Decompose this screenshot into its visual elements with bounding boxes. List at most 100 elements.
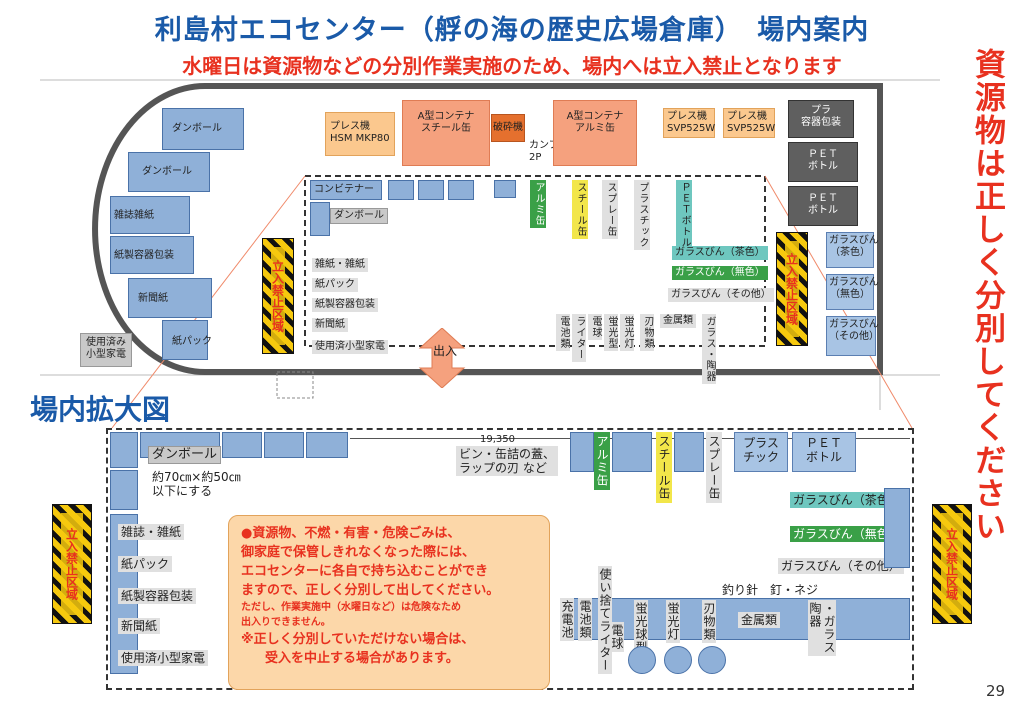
paper-pkg-bin — [110, 236, 194, 274]
press-machine-3: プレス機 SVP525W — [723, 108, 775, 138]
magazine-label: 雑誌雑紙 — [114, 210, 154, 221]
page-number: 29 — [986, 682, 1006, 700]
inner-ceramic: ガラス・陶器 — [702, 314, 716, 384]
inner-newspaper: 新聞紙 — [312, 318, 348, 332]
big-fluor-ball: 蛍光球型 — [634, 600, 648, 656]
drum-3 — [698, 646, 726, 674]
used-appliance-area: 使用済み 小型家電 — [80, 333, 132, 367]
container-steel: A型コンテナ スチール缶 — [402, 100, 490, 166]
big-cardboard-label: ダンボール — [148, 446, 222, 464]
big-glass-other: ガラスびん（その他） — [778, 558, 904, 574]
dimension-value: 19,350 — [480, 434, 515, 445]
cardboard-bin-1 — [162, 108, 244, 150]
cardboard-label-2: ダンボール — [142, 166, 192, 177]
big-caps-label: ビン・缶詰の蓋、 ラップの刃 など — [456, 446, 559, 476]
inner-glass-brown: ガラスびん（茶色） — [672, 246, 768, 260]
big-lighter: 使い捨てライター — [598, 566, 612, 674]
crusher: 破砕機 — [491, 114, 525, 142]
notice-line-6: 受入を中止する場合があります。 — [265, 651, 459, 666]
big-glass-brown: ガラスびん（茶色） — [790, 492, 904, 508]
inner-bin-a — [388, 180, 414, 200]
inner-container: コンビテナー — [310, 180, 382, 200]
big-knife: 刃物類 — [702, 600, 716, 643]
big-fluor: 蛍光灯 — [666, 600, 680, 643]
big-glass-clear: ガラスびん（無色） — [790, 526, 904, 542]
no-entry-zone-right: 立入禁止区域 — [776, 232, 808, 346]
big-alu: アルミ缶 — [594, 432, 610, 490]
big-nails-label: 釘・ネジ — [770, 583, 819, 597]
inner-bin-b — [418, 180, 444, 200]
no-entry-zone-enlarged-right: 立入禁止区域 — [932, 504, 972, 624]
inner-fluor: 蛍光灯 — [620, 314, 634, 351]
drum-2 — [664, 646, 692, 674]
enlarged-map-heading: 場内拡大図 — [30, 393, 171, 426]
inner-cardboard-bin — [310, 202, 330, 236]
milk-pack-label: 紙パック — [172, 336, 212, 347]
big-bulb: 電球 — [610, 622, 624, 652]
inner-small-bin — [494, 180, 516, 198]
side-warning-text: 資源物は正しく分別してください — [969, 48, 1005, 543]
big-cardboard-bin-3 — [222, 432, 262, 458]
big-glass-bins — [884, 488, 910, 568]
big-cardboard-bin-5 — [306, 432, 348, 458]
notice-line-4: ますので、正しく分別して出してください。 — [241, 583, 500, 598]
big-magazine: 雑誌・雑紙 — [118, 524, 185, 540]
glass-clear-bin: ガラスびん （無色） — [826, 274, 879, 310]
notice-small-2: 出入りできません。 — [241, 617, 331, 628]
inner-glass-clear: ガラスびん（無色） — [672, 266, 768, 280]
big-bin-b — [612, 432, 652, 472]
warning-subtitle: 水曜日は資源物などの分別作業実施のため、場内へは立入禁止となります — [182, 54, 842, 78]
big-battery: 電池類 — [578, 598, 592, 641]
cardboard-label-1: ダンボール — [172, 123, 222, 134]
notice-small-1: ただし、作業実施中（水曜日など）は危険なため — [241, 602, 461, 613]
plastic-packaging-bin: プラ 容器包装 — [788, 100, 854, 138]
big-steel: スチール缶 — [656, 432, 672, 503]
notice-line-2: 御家庭で保管しきれなくなった際には、 — [241, 545, 476, 560]
inner-plastic: プラスチック — [634, 180, 650, 250]
container-aluminum: A型コンテナ アルミ缶 — [553, 100, 637, 166]
inner-knife: 刃物類 — [640, 314, 654, 351]
entrance-arrow-icon — [418, 328, 466, 388]
milk-pack-bin — [162, 320, 208, 360]
pet-bottle-bin-1: ＰＥＴ ボトル — [788, 142, 858, 182]
inner-magazine: 雑紙・雑紙 — [312, 258, 368, 272]
inner-milk-pack: 紙パック — [312, 278, 358, 292]
press-machine-1: プレス機 HSM MKP80 — [325, 112, 395, 156]
magazine-bin — [110, 196, 190, 234]
big-hooks-label: 釣り針 — [722, 583, 759, 597]
inner-pet: ＰＥＴボトル — [676, 180, 692, 250]
cardboard-size-note: 約70㎝×約50㎝ 以下にする — [152, 470, 241, 498]
inner-bin-c — [448, 180, 474, 200]
big-milk-pack: 紙パック — [118, 556, 173, 572]
inner-steel: スチール缶 — [572, 180, 588, 239]
inner-alu: アルミ缶 — [530, 180, 546, 228]
big-newspaper: 新聞紙 — [118, 618, 161, 634]
notice-box: ●資源物、不燃・有害・危険ごみは、 御家庭で保管しきれなくなった際には、 エコセ… — [228, 515, 550, 690]
inner-battery: 電池類 — [556, 314, 570, 351]
big-battery-charge: 充電池 — [560, 598, 574, 641]
notice-line-5: ※正しく分別していただけない場合は、 — [241, 632, 475, 647]
big-bin-c — [674, 432, 704, 472]
inner-paper-pkg: 紙製容器包装 — [312, 298, 378, 312]
inner-appliance: 使用済小型家電 — [312, 340, 388, 354]
big-appliance: 使用済小型家電 — [118, 650, 209, 666]
glass-brown-bin: ガラスびん （茶色） — [826, 232, 879, 268]
glass-other-bin: ガラスびん （その他） — [826, 316, 879, 356]
entrance-label: 出入 — [433, 344, 458, 358]
big-cardboard-bin-6 — [110, 470, 138, 510]
page-title: 利島村エコセンター（艀の海の歴史広場倉庫） 場内案内 — [154, 15, 870, 46]
inner-glass-other: ガラスびん（その他） — [668, 288, 774, 302]
newspaper-label: 新聞紙 — [138, 293, 168, 304]
inner-spray: スプレー缶 — [602, 180, 618, 239]
big-metal: 金属類 — [738, 612, 781, 628]
cardboard-bin-2 — [128, 152, 210, 192]
paper-pkg-label: 紙製容器包装 — [114, 250, 174, 261]
big-cardboard-bin-4 — [264, 432, 304, 458]
big-plastic: プラス チック — [734, 432, 788, 472]
big-pet: ＰＥＴ ボトル — [792, 432, 856, 472]
inner-bulb: 電球 — [588, 314, 602, 340]
big-ceramic: ・ガラス 陶器 — [808, 600, 836, 656]
big-spray: スプレー缶 — [706, 432, 722, 503]
no-entry-zone-enlarged-left: 立入禁止区域 — [52, 504, 92, 624]
pet-bottle-bin-2: ＰＥＴ ボトル — [788, 186, 858, 226]
